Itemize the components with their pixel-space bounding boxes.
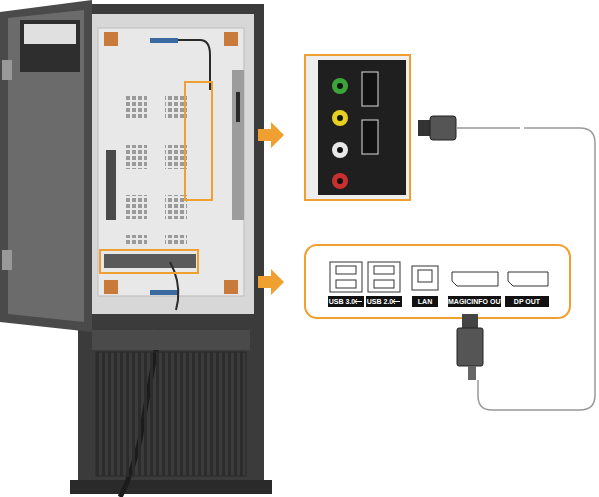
connector xyxy=(150,38,178,43)
vent xyxy=(165,195,187,219)
label-bar xyxy=(412,296,438,307)
rca-jack xyxy=(332,110,348,126)
zoom-arrow xyxy=(258,269,284,295)
vent xyxy=(125,145,147,169)
hdmi-port xyxy=(362,120,378,154)
door-filter xyxy=(24,24,76,44)
hinge xyxy=(2,60,12,80)
usb-port xyxy=(330,262,362,292)
vent xyxy=(125,235,147,245)
bracket xyxy=(104,32,118,46)
vent xyxy=(125,195,147,219)
zoom-panel xyxy=(305,55,410,200)
highlight-box xyxy=(100,250,198,273)
latch xyxy=(236,92,240,122)
handle xyxy=(106,150,116,220)
lan-slot xyxy=(418,270,432,282)
port-strip xyxy=(104,254,196,268)
rear-panel xyxy=(98,28,244,296)
rca-jack xyxy=(332,78,348,94)
label-bar xyxy=(505,296,549,307)
rca-jack xyxy=(332,173,348,189)
usb-symbol xyxy=(355,299,362,304)
connector xyxy=(150,290,178,295)
side-rail xyxy=(232,70,244,220)
cabinet-base xyxy=(70,480,272,494)
rca-hole xyxy=(337,178,343,184)
rca-hole xyxy=(337,83,343,89)
shelf xyxy=(92,330,250,350)
jack-panel xyxy=(318,60,406,195)
lan-port xyxy=(412,266,438,290)
door xyxy=(0,0,92,332)
usb-slot xyxy=(374,266,394,274)
vent xyxy=(165,95,187,119)
rca-hole xyxy=(337,147,343,153)
port-label: MAGICINFO OUT xyxy=(448,297,501,307)
bracket xyxy=(224,32,238,46)
usb-slot xyxy=(336,280,356,288)
dp-port xyxy=(508,272,548,286)
bracket xyxy=(104,280,118,294)
usb-port xyxy=(368,262,400,292)
cabinet-body xyxy=(78,4,264,482)
rca-hole xyxy=(337,115,343,121)
port-label: LAN xyxy=(412,297,438,307)
hdmi-plug xyxy=(418,120,430,136)
rca-jack xyxy=(332,142,348,158)
dp-plug xyxy=(457,328,483,366)
hinge xyxy=(2,250,12,270)
door-inner xyxy=(8,10,84,322)
usb-port xyxy=(330,262,400,292)
port-label: DP OUT xyxy=(505,297,549,307)
usb-symbol xyxy=(393,299,400,304)
port-label: USB 3.0 xyxy=(328,297,356,307)
usb-slot xyxy=(374,280,394,288)
door-fan xyxy=(20,20,80,72)
hdmi-plug xyxy=(430,116,456,140)
vent xyxy=(165,235,187,245)
cable xyxy=(170,262,178,310)
vent xyxy=(165,145,187,169)
dp-plug xyxy=(462,314,478,328)
dp-port xyxy=(452,272,498,286)
vent xyxy=(125,95,147,119)
cabinet-interior xyxy=(88,14,254,314)
label-bar xyxy=(328,296,364,307)
zoom-panel xyxy=(305,245,570,318)
bracket xyxy=(224,280,238,294)
dp-plug xyxy=(468,366,476,380)
grill xyxy=(96,352,246,476)
label-bar xyxy=(366,296,402,307)
port-label: USB 2.0 xyxy=(366,297,394,307)
label-bar xyxy=(448,296,501,307)
zoom-arrow xyxy=(258,122,284,148)
usb-slot xyxy=(336,266,356,274)
hdmi-port xyxy=(362,72,378,106)
highlight-box xyxy=(185,82,212,200)
